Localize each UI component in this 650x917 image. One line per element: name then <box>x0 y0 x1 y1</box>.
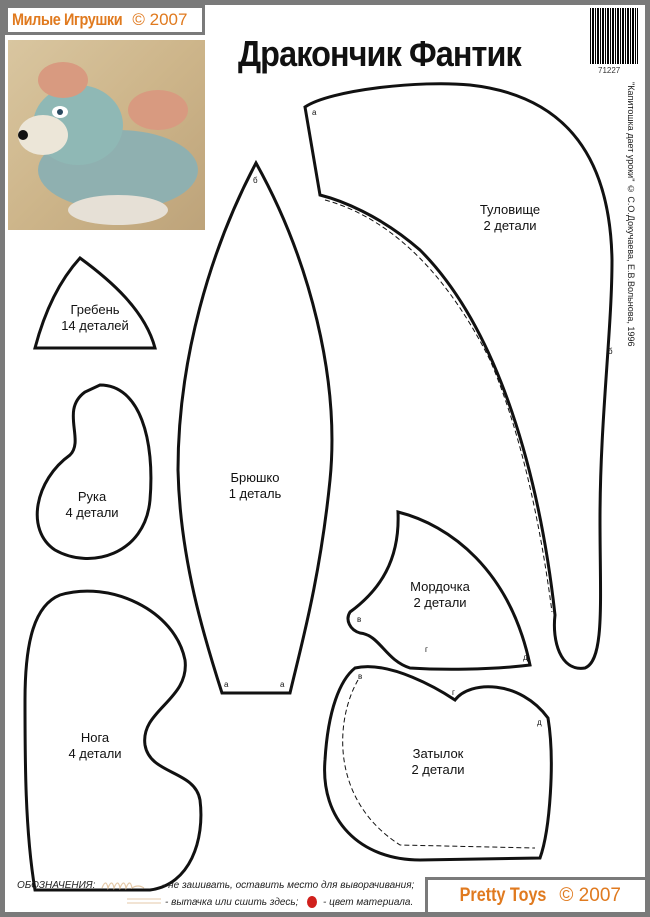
nape-point-g: г <box>452 688 455 697</box>
leg-name: Нога <box>80 730 110 745</box>
arm-piece-outline <box>35 383 153 560</box>
crest-count: 14 деталей <box>61 318 129 333</box>
nape-seam-line <box>342 679 536 849</box>
legend: ОБОЗНАЧЕНИЯ: - не зашивать, оставить мес… <box>5 872 425 912</box>
legend-item-opening: - не зашивать, оставить место для вывора… <box>162 880 415 891</box>
footer-copyright: © 2007 <box>559 885 621 906</box>
double-line-icon <box>127 898 161 904</box>
body-seam-line <box>324 199 553 613</box>
muzzle-point-v: в <box>357 615 362 624</box>
belly-point-b: б <box>253 176 258 185</box>
barcode <box>590 8 638 64</box>
nape-point-d: д <box>537 718 542 727</box>
belly-point-a2: а <box>280 680 285 689</box>
crest-name: Гребень <box>70 302 120 317</box>
toy-photo <box>8 40 205 230</box>
legend-title: ОБОЗНАЧЕНИЯ: <box>17 880 96 891</box>
nape-piece-outline <box>323 665 553 862</box>
leg-piece-outline <box>23 589 203 892</box>
crest-piece-outline <box>33 255 157 350</box>
brand-header: Милые Игрушки © 2007 <box>5 5 205 35</box>
legend-item-dart: - вытачка или сшить здесь; <box>165 897 299 908</box>
belly-name: Брюшко <box>230 470 280 485</box>
body-count: 2 детали <box>483 218 537 233</box>
belly-piece-outline <box>176 159 334 695</box>
muzzle-point-g: г <box>425 645 428 654</box>
nape-count: 2 детали <box>411 762 465 777</box>
brand-footer: Pretty Toys © 2007 <box>425 877 645 912</box>
page-title: Дракончик Фантик <box>238 33 522 74</box>
dragon-photo-illustration <box>18 62 198 225</box>
footer-brand-name: Pretty Toys <box>459 885 547 906</box>
body-point-a: а <box>312 108 317 117</box>
nape-name: Затылок <box>412 746 464 761</box>
barcode-number: 71227 <box>598 66 621 75</box>
body-name: Туловище <box>479 202 541 217</box>
arm-name: Рука <box>77 489 107 504</box>
muzzle-piece-outline <box>346 510 532 671</box>
leg-count: 4 детали <box>68 746 122 761</box>
arm-count: 4 детали <box>65 505 119 520</box>
credit-text: "Капитошка дает уроки" © С.О.Докучаева, … <box>626 82 636 347</box>
muzzle-point-d: д <box>523 653 528 662</box>
muzzle-name: Мордочка <box>410 579 470 594</box>
body-point-b: б <box>608 347 613 356</box>
belly-count: 1 деталь <box>228 486 282 501</box>
material-color-dot-icon <box>307 896 317 908</box>
brand-copyright: © 2007 <box>132 10 188 29</box>
brand-name: Милые Игрушки <box>12 10 123 29</box>
muzzle-count: 2 детали <box>413 595 467 610</box>
body-piece-outline <box>303 82 614 670</box>
nape-point-v: в <box>358 672 363 681</box>
loop-stitch-icon <box>101 882 145 891</box>
legend-item-material: - цвет материала. <box>323 897 414 908</box>
belly-point-a1: а <box>224 680 229 689</box>
